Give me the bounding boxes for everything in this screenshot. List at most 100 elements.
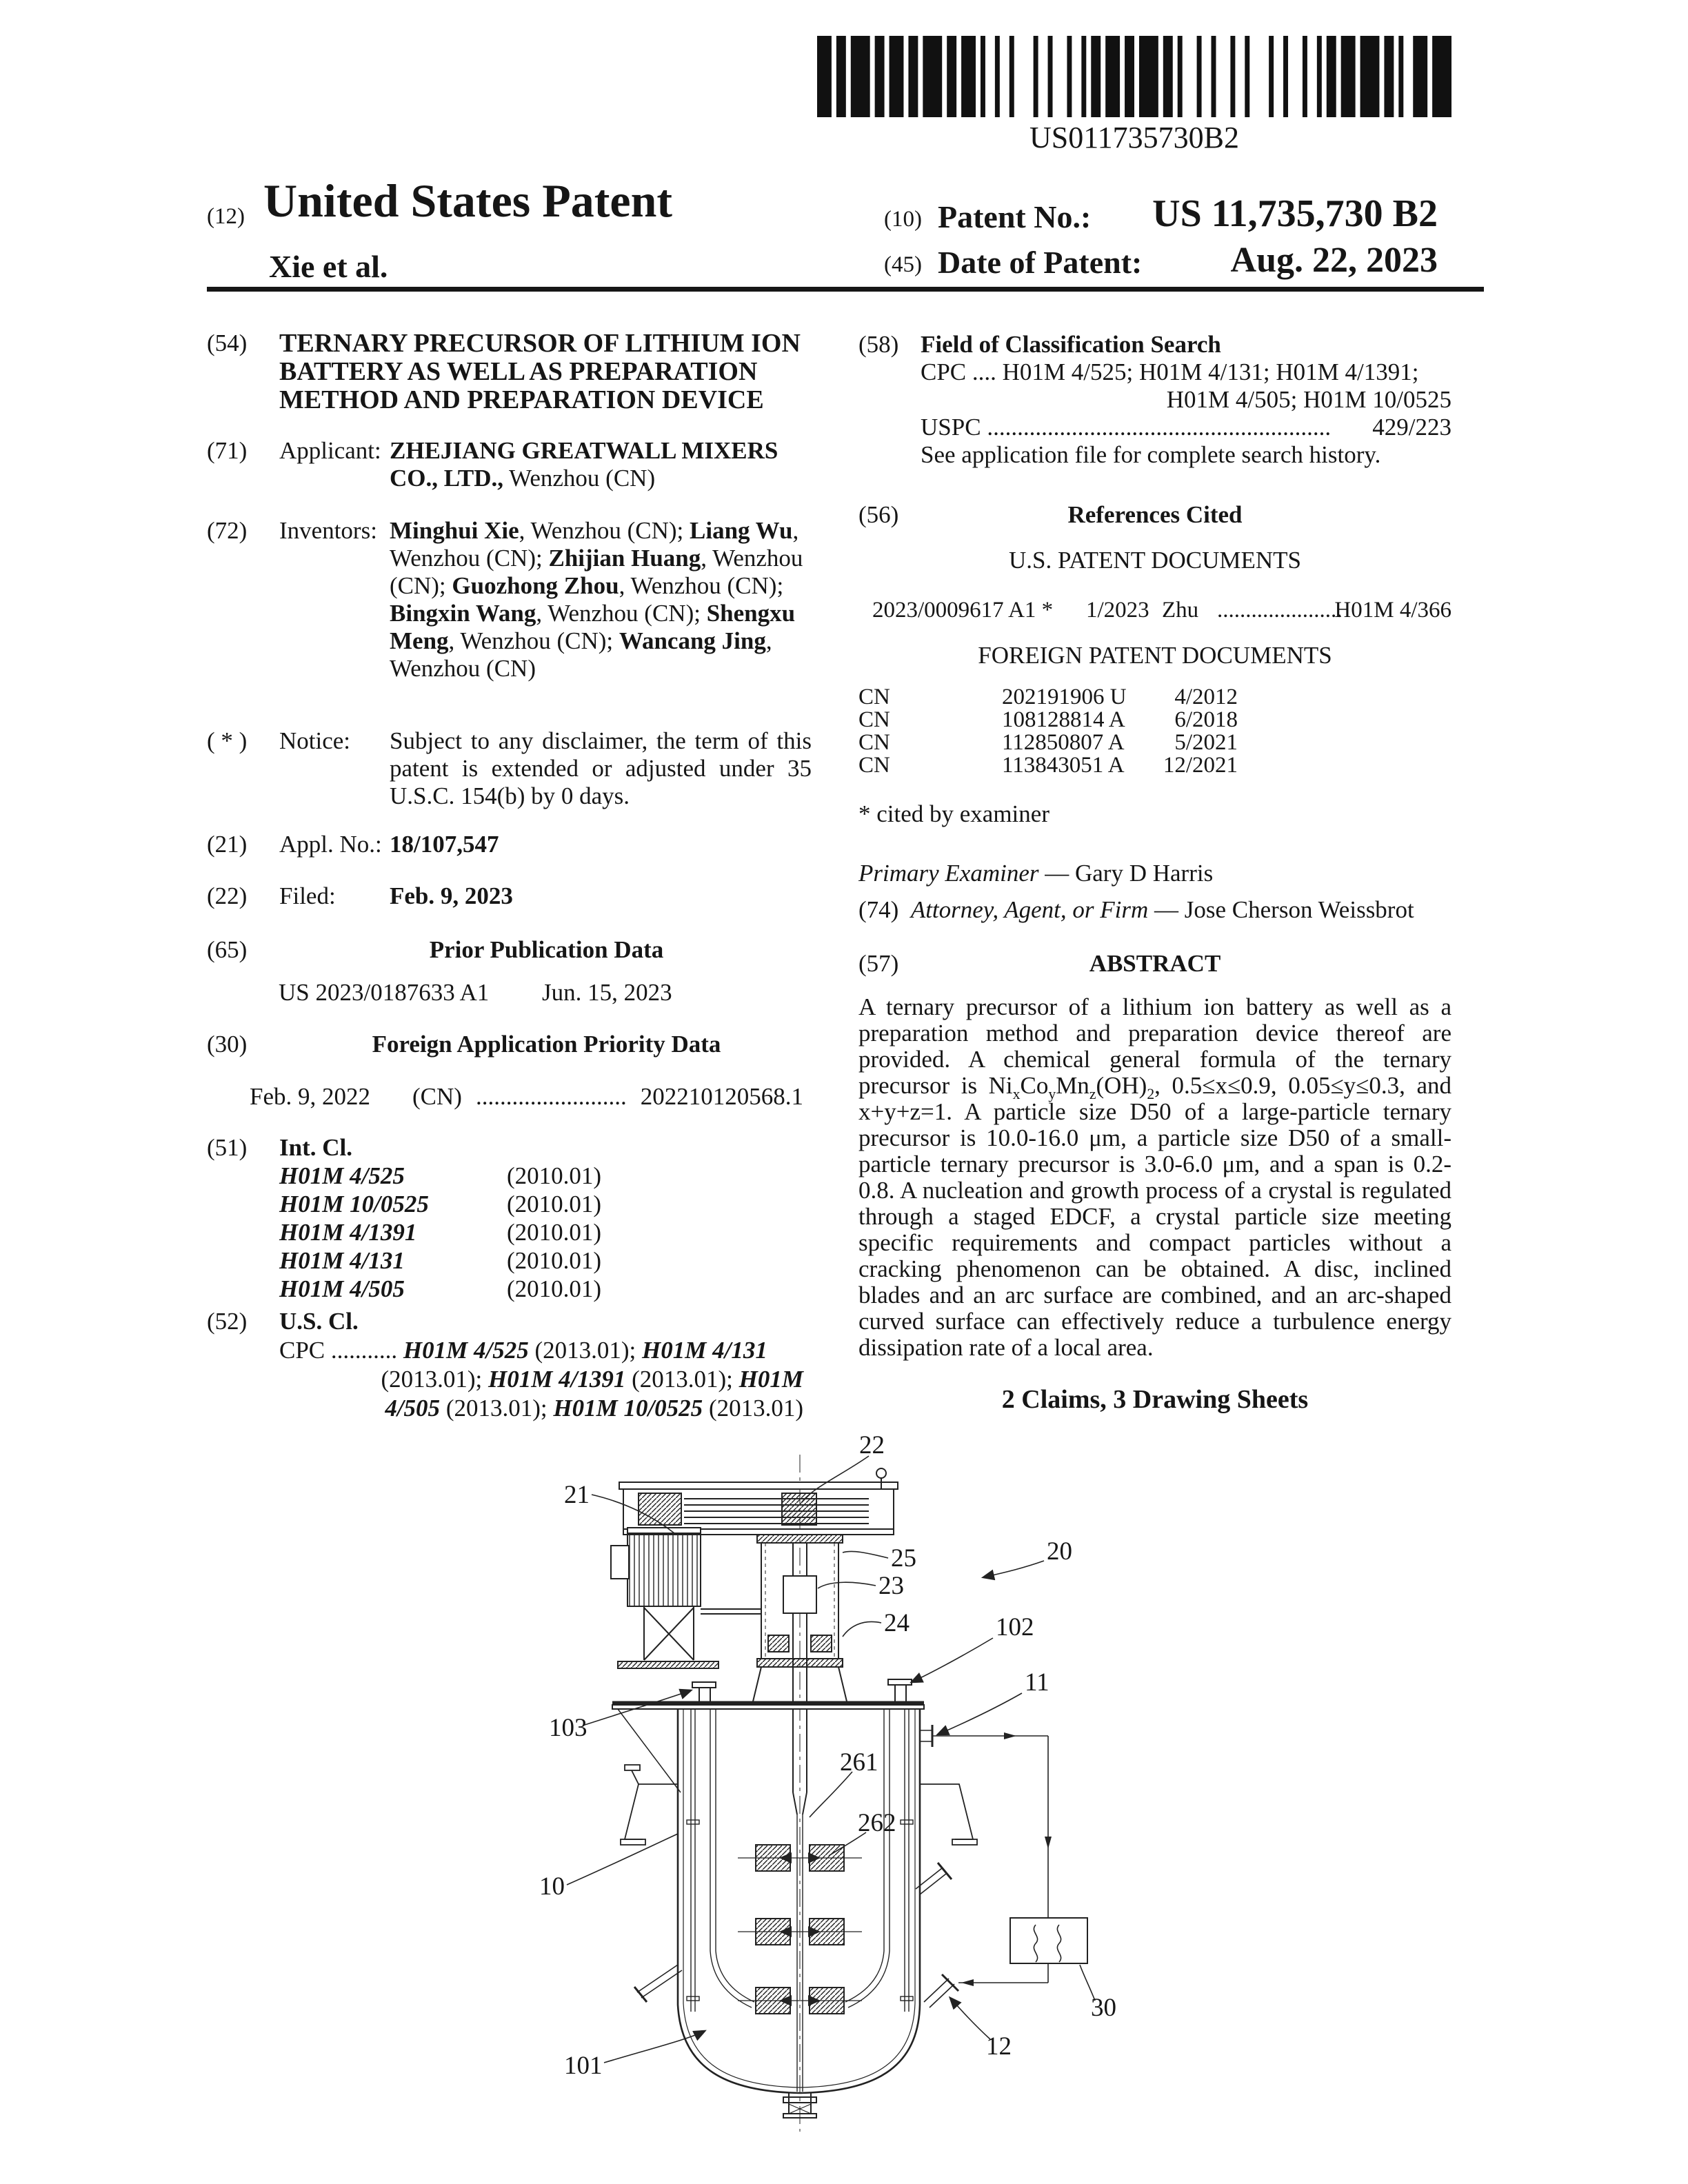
uspc-label: USPC bbox=[921, 414, 981, 441]
abstract-seg: A ternary precursor of a lithium ion bat… bbox=[858, 993, 1451, 1099]
abstract-text: A ternary precursor of a lithium ion bat… bbox=[858, 994, 1451, 1361]
tag-54: (54) bbox=[207, 330, 248, 356]
barcode-number: US011735730B2 bbox=[1029, 121, 1239, 154]
inventor-loc: , Wenzhou (CN) bbox=[390, 627, 772, 682]
figure-label-103: 103 bbox=[549, 1714, 587, 1742]
figure-supports bbox=[620, 1764, 978, 1846]
header-tag-45: (45) bbox=[884, 252, 922, 277]
appl-no-value: 18/107,547 bbox=[390, 831, 499, 858]
foreign-cc: CN bbox=[858, 685, 890, 709]
field-uspc-line: USPC ...................................… bbox=[921, 414, 1451, 441]
cpc-sep: (2013.01); bbox=[440, 1395, 554, 1422]
foreign-date: 4/2012 bbox=[1174, 685, 1238, 709]
figure-label-21: 21 bbox=[564, 1481, 590, 1509]
figure-piping bbox=[633, 1725, 1088, 2008]
int-cl-code: H01M 4/525 bbox=[279, 1162, 405, 1189]
tag-58: (58) bbox=[858, 331, 899, 358]
attorney-name: — Jose Cherson Weissbrot bbox=[1148, 896, 1414, 923]
figure-label-30: 30 bbox=[1091, 1994, 1116, 2022]
inventor-loc: , Wenzhou (CN); bbox=[536, 600, 707, 627]
section-51-int-cl: (51) Int. Cl. H01M 4/525(2010.01) H01M 1… bbox=[207, 1133, 803, 1303]
cited-by-examiner: * cited by examiner bbox=[858, 800, 1049, 827]
int-cl-ver: (2010.01) bbox=[507, 1247, 602, 1274]
int-cl-code: H01M 4/1391 bbox=[279, 1219, 417, 1246]
section-57-abstract: (57) ABSTRACT A ternary precursor of a l… bbox=[858, 950, 1451, 1361]
tag-30: (30) bbox=[207, 1031, 248, 1058]
foreign-priority-heading: Foreign Application Priority Data bbox=[372, 1031, 721, 1058]
tag-22: (22) bbox=[207, 882, 248, 909]
figure-label-25: 25 bbox=[891, 1544, 916, 1573]
figure-label-11: 11 bbox=[1025, 1668, 1049, 1697]
tag-21: (21) bbox=[207, 831, 248, 858]
title-line: METHOD AND PREPARATION DEVICE bbox=[279, 385, 764, 414]
inventor-loc: , Wenzhou (CN); bbox=[448, 627, 619, 654]
int-cl-ver: (2010.01) bbox=[507, 1219, 602, 1246]
foreign-num: 113843051 A bbox=[1002, 753, 1125, 778]
us-doc-class: H01M 4/366 bbox=[1334, 598, 1451, 623]
date-label: Date of Patent: bbox=[938, 245, 1143, 280]
figure-draft-tube bbox=[686, 1708, 914, 2012]
header-tag-12: (12) bbox=[207, 204, 245, 229]
patent-no-value: US 11,735,730 B2 bbox=[1152, 192, 1438, 235]
cpc-label: CPC bbox=[279, 1337, 325, 1364]
applicant-name: ZHEJIANG GREATWALL MIXERS CO., LTD., bbox=[390, 437, 778, 492]
cpc-line-3: 4/505 (2013.01); H01M 10/0525 (2013.01) bbox=[279, 1394, 803, 1423]
foreign-date: 12/2021 bbox=[1163, 753, 1238, 778]
abstract-sub: y bbox=[1048, 1086, 1056, 1102]
foreign-date: 5/2021 bbox=[1174, 730, 1238, 755]
foreign-cc: CN bbox=[858, 730, 890, 755]
patent-figure: 21 22 25 23 24 20 102 11 103 261 262 10 … bbox=[539, 1431, 1116, 2132]
foreign-num: 112850807 A bbox=[1002, 730, 1125, 755]
tag-65: (65) bbox=[207, 936, 248, 963]
foreign-num: 108128814 A bbox=[1002, 707, 1125, 732]
priority-number: 202210120568.1 bbox=[640, 1083, 803, 1110]
inventor-name: Zhijian Huang bbox=[548, 545, 701, 572]
header-rule bbox=[207, 287, 1484, 292]
foreign-cc: CN bbox=[858, 707, 890, 732]
references-heading: References Cited bbox=[1067, 501, 1243, 528]
field-search-note: See application file for complete search… bbox=[921, 441, 1381, 468]
us-cl-heading: U.S. Cl. bbox=[279, 1308, 359, 1335]
page-title: United States Patent bbox=[263, 174, 673, 227]
filed-value: Feb. 9, 2023 bbox=[390, 882, 513, 909]
tag-74: (74) bbox=[858, 896, 899, 923]
us-doc-row: 2023/0009617 A1 * 1/2023 Zhu ...........… bbox=[858, 596, 1451, 623]
applicant-label: Applicant: bbox=[279, 437, 381, 464]
us-doc-number: 2023/0009617 A1 * bbox=[872, 598, 1054, 623]
cpc-label: CPC bbox=[921, 358, 967, 385]
cpc-dots: ........... bbox=[330, 1337, 403, 1364]
figure-label-261: 261 bbox=[840, 1748, 878, 1777]
figure-impellers bbox=[738, 1844, 862, 2014]
pub-date: Jun. 15, 2023 bbox=[542, 979, 672, 1006]
tag-56: (56) bbox=[858, 501, 899, 528]
attorney-line: (74) Attorney, Agent, or Firm — Jose Che… bbox=[858, 896, 1451, 924]
us-doc-name: Zhu bbox=[1162, 598, 1199, 623]
figure-drive-frame bbox=[619, 1468, 898, 1535]
applicant-loc: Wenzhou (CN) bbox=[503, 465, 656, 492]
cpc-line-1: CPC ........... H01M 4/525 (2013.01); H0… bbox=[279, 1336, 803, 1365]
byline: Xie et al. bbox=[269, 249, 388, 284]
inventor-loc: , Wenzhou (CN); bbox=[390, 545, 803, 599]
examiner-name: — Gary D Harris bbox=[1038, 860, 1214, 887]
barcode-bars bbox=[817, 36, 1451, 117]
figure-label-24: 24 bbox=[884, 1609, 910, 1637]
foreign-row: CN 112850807 A 5/2021 bbox=[858, 731, 1451, 754]
figure-label-22: 22 bbox=[859, 1431, 885, 1459]
field-cpc-line2: H01M 4/505; H01M 10/0525 bbox=[1166, 386, 1451, 413]
title-line: BATTERY AS WELL AS PREPARATION bbox=[279, 357, 758, 386]
inventors-list: Minghui Xie, Wenzhou (CN); Liang Wu, Wen… bbox=[390, 517, 812, 682]
prior-pub-heading: Prior Publication Data bbox=[429, 936, 664, 963]
abstract-sub: x bbox=[1012, 1086, 1021, 1102]
int-cl-code: H01M 10/0525 bbox=[279, 1191, 429, 1217]
cpc-code: H01M 4/131 bbox=[642, 1337, 767, 1364]
date-value: Aug. 22, 2023 bbox=[1230, 241, 1438, 280]
figure-label-101: 101 bbox=[564, 2052, 603, 2080]
tag-72: (72) bbox=[207, 517, 248, 544]
inventor-name: Minghui Xie bbox=[390, 517, 519, 544]
int-cl-ver: (2010.01) bbox=[507, 1191, 602, 1217]
figure-heat-exchanger bbox=[1009, 1917, 1088, 1964]
us-doc-dots: ...................... bbox=[1217, 598, 1343, 623]
